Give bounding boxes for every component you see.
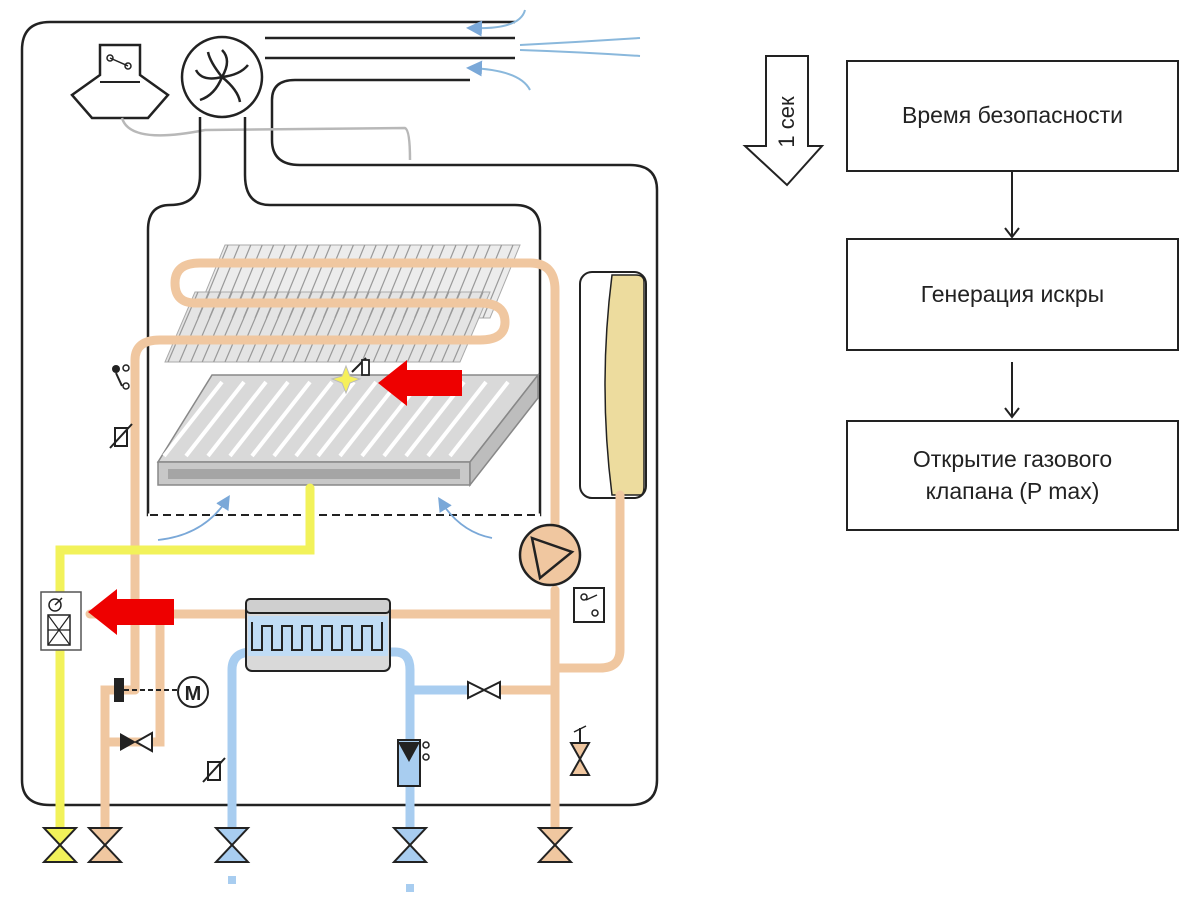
flow-step-spark-generation: Генерация искры (846, 238, 1179, 351)
dhw-outlet-valve-icon (213, 827, 251, 863)
pressure-switch-water-icon (573, 587, 605, 623)
heat-exchanger-coil (130, 258, 560, 695)
pressure-switch-icon (70, 43, 170, 120)
dhw-temp-sensor-icon (202, 757, 226, 783)
heating-temp-sensor-icon (109, 423, 133, 449)
bypass-valve-icon (120, 731, 153, 753)
flow-step-label: Время безопасности (902, 102, 1123, 129)
gas-line (55, 483, 315, 835)
circulation-pump-icon (518, 523, 582, 587)
time-step-arrow (742, 55, 825, 187)
heating-flow-valve-icon (86, 827, 124, 863)
fan-icon (180, 35, 264, 119)
cold-water-pipes (227, 647, 475, 835)
flow-sensor-icon (397, 739, 430, 787)
cold-water-inlet-valve-icon (391, 827, 429, 863)
flow-step-label: Открытие газового клапана (P max) (912, 446, 1113, 504)
flow-connector-2 (1004, 362, 1020, 419)
flow-step-gas-valve-open: Открытие газового клапана (P max) (846, 420, 1179, 531)
drain-dots (228, 876, 414, 892)
heating-return-valve-icon (536, 827, 574, 863)
gas-valve-indicator-arrow (88, 589, 174, 635)
safety-valve-icon (569, 725, 591, 776)
plate-heat-exchanger (245, 598, 391, 672)
spark-indicator-arrow (378, 360, 462, 406)
time-step-label: 1 сек (774, 96, 799, 148)
ignition-spark-icon (330, 357, 370, 395)
air-flow-arrows (466, 9, 641, 91)
overheat-thermostat-icon (112, 364, 130, 390)
impulse-tubes (120, 117, 412, 161)
gas-valve-icon (40, 591, 82, 651)
burner (156, 372, 540, 488)
flow-connector-1 (1004, 172, 1020, 239)
three-way-valve-motor-icon: M (114, 676, 209, 708)
flow-step-safety-time: Время безопасности (846, 60, 1179, 172)
svg-text:M: M (185, 683, 202, 705)
combustion-air-arrows (157, 494, 493, 541)
boiler-casing (20, 20, 659, 807)
fill-valve-icon (467, 680, 501, 700)
flow-step-label: Генерация искры (920, 280, 1105, 307)
gas-inlet-valve-icon (41, 827, 79, 863)
expansion-tank (579, 271, 647, 499)
